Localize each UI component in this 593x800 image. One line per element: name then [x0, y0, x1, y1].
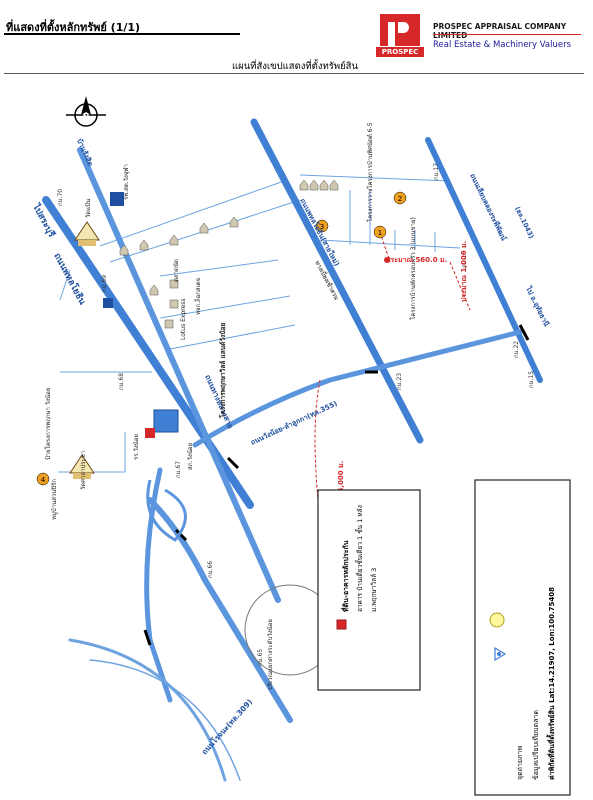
label-road-right-code: (ฮล.1043) [513, 205, 535, 239]
house-markers [119, 179, 339, 329]
road-cross [192, 329, 523, 448]
collateral-swatch-icon [336, 619, 347, 630]
km-69: กม.69 [101, 275, 108, 292]
road-southwest [144, 467, 173, 703]
overpasses [143, 324, 530, 646]
label-interchange: บริเวณแยกต่างระดับวังน้อย [267, 619, 274, 690]
distance-side: ประมาณ 1,000 ม. [460, 241, 468, 302]
document-title: ที่แสดงที่ตั้งหลักทรัพย์ (1/1) [6, 21, 141, 34]
hospital-icon [110, 192, 124, 206]
label-road-rojana: ถนนโรจนะ(ทล.309) [199, 697, 254, 757]
label-road-right-bottom: ไป อ.อุทัยธานี [524, 284, 552, 328]
school-icon [145, 428, 155, 438]
main-roads [42, 118, 543, 782]
km-67: กม.67 [175, 461, 182, 478]
coord-line2: ข้อมูลเปรียบเทียบตลาด [532, 710, 540, 780]
svg-text:1: 1 [378, 229, 382, 237]
map-subtitle: แผนที่สังเขปแสดงที่ตั้งทรัพย์สิน [232, 61, 358, 72]
svg-text:2: 2 [398, 195, 402, 203]
label-office: หจก.ล็อกสเตจ [193, 278, 202, 315]
marker-4: 4 [36, 472, 50, 486]
svg-text:3: 3 [320, 223, 324, 231]
km-70: กม.70 [57, 189, 64, 206]
svg-text:4: 4 [41, 476, 46, 484]
road-center-main [77, 147, 281, 603]
label-road-mid-main: ถนนพหลโยธิน(สายใหม่) [298, 197, 341, 268]
svg-text:N: N [83, 113, 90, 122]
road-mid-main [250, 118, 424, 444]
company-rule [433, 34, 581, 35]
km-66: กม.66 [207, 561, 214, 578]
coordinates-box: จุดถ่ายภาพ ข้อมูลเปรียบเทียบตลาด ค่าพิกั… [474, 479, 571, 796]
legend-line2: ม.พฤกษาวิลล์ 3 [370, 568, 378, 612]
label-lotus: Lotus Express [180, 298, 187, 340]
road-right-main [425, 137, 543, 383]
km-65: กม.65 [257, 649, 264, 666]
market-data-circle-icon [489, 612, 505, 628]
coord-line1: จุดถ่ายภาพ [516, 746, 524, 780]
label-center-project: โครงการพฤกษาวิลล์ แลนด์วังน้อย [218, 322, 227, 419]
km-22: กม.22 [513, 341, 520, 358]
road-south [147, 497, 293, 723]
distance-near: ประมาณ 560.0 ม. [386, 256, 447, 264]
police-icon [103, 298, 113, 308]
legend-line1: อาคาร บ้านเดี่ยวชั้นเดียว 1 ชั้น 1 หลัง [355, 505, 364, 612]
minor-roads [58, 174, 461, 473]
north-arrow: N [66, 96, 106, 127]
title-underline [4, 33, 240, 35]
marker-2: 2 [393, 191, 407, 205]
temple-mid-icon [69, 454, 95, 479]
label-market: ตลาดนัด [173, 259, 180, 282]
label-temple-mid: วัดศาลาประชา [80, 451, 87, 490]
prospec-logo: PROSPEC [376, 14, 424, 57]
label-police: สภ.วังน้อย [187, 443, 194, 470]
company-name: PROSPEC APPRAISAL COMPANY LIMITED [433, 22, 567, 40]
km-68: กม.68 [118, 373, 125, 390]
coord-line3: ค่าพิกัดที่ดินที่ตั้งทรัพย์สิน Lat:14.21… [545, 587, 556, 780]
office-building-icon [153, 409, 179, 433]
km-16: กม.16 [461, 251, 468, 268]
label-hospital: รพ.สต.วังจุฬา [122, 164, 130, 200]
interchange-loop [146, 479, 187, 542]
label-project-top: โครงการวางโครงการบ้านพิศนัตต์ 6-5 [366, 122, 374, 222]
marker-3: 3 [315, 219, 329, 233]
photo-point-icon [494, 646, 507, 662]
subtitle-rule [4, 73, 584, 74]
label-village: หมู่บ้านสวนปิรัก [51, 479, 58, 520]
label-project-left: ป้ายโครงการพฤกษา วังน้อย [44, 388, 52, 460]
legend-title: ที่ดิน-อาคารหลักประกัน [340, 540, 350, 612]
label-road-right-main: ถนนเลียบคลองระพีพัฒน์ [468, 172, 508, 242]
marker-1: 1 [373, 225, 387, 239]
road-rojana-side [89, 659, 241, 781]
temple-top-icon [74, 221, 100, 246]
label-project-right: โครงการบ้านพักครอบครัว 3 (แบนชาย) [409, 217, 417, 320]
collateral-legend-box: ที่ดิน-อาคารหลักประกัน อาคาร บ้านเดี่ยวช… [317, 489, 421, 691]
company-tagline: Real Estate & Machinery Valuers [433, 40, 572, 50]
km-17: กม.17 [433, 163, 440, 180]
km-15: กม.15 [528, 371, 535, 388]
label-school: รร.วังน้อย [133, 434, 140, 460]
km-23: กม.23 [396, 373, 403, 390]
label-temple-top: วัดแป้น [85, 199, 92, 218]
subject-property-marker [384, 257, 390, 263]
